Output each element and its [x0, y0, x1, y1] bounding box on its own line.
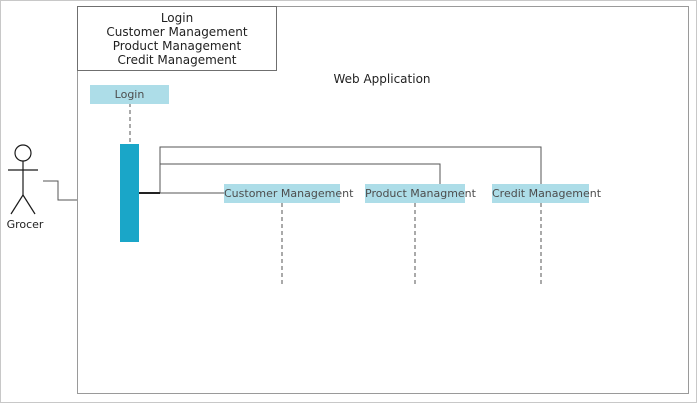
- frame-title: Web Application: [333, 72, 431, 86]
- note-line-login: Login: [160, 10, 194, 25]
- lifeline-customer-management[interactable]: Customer Management: [224, 184, 353, 203]
- scope-note: Login Customer Management Product Manage…: [77, 6, 277, 71]
- note-line-product-management: Product Management: [112, 38, 242, 53]
- actor-label: Grocer: [6, 218, 44, 231]
- note-line-customer-management: Customer Management: [106, 24, 248, 39]
- login-activation-bar: [120, 144, 139, 242]
- grocer-actor-figure: [8, 144, 38, 215]
- lifeline-product-managment[interactable]: Product Managment: [365, 184, 476, 203]
- actor-connector: [43, 180, 77, 201]
- actor-left-leg: [10, 194, 24, 215]
- actor-head: [14, 144, 32, 162]
- lifeline-login[interactable]: Login: [90, 85, 169, 104]
- lifeline-credit-management[interactable]: Credit Management: [492, 184, 601, 203]
- actor-right-leg: [22, 194, 36, 215]
- note-line-credit-management: Credit Management: [117, 52, 237, 67]
